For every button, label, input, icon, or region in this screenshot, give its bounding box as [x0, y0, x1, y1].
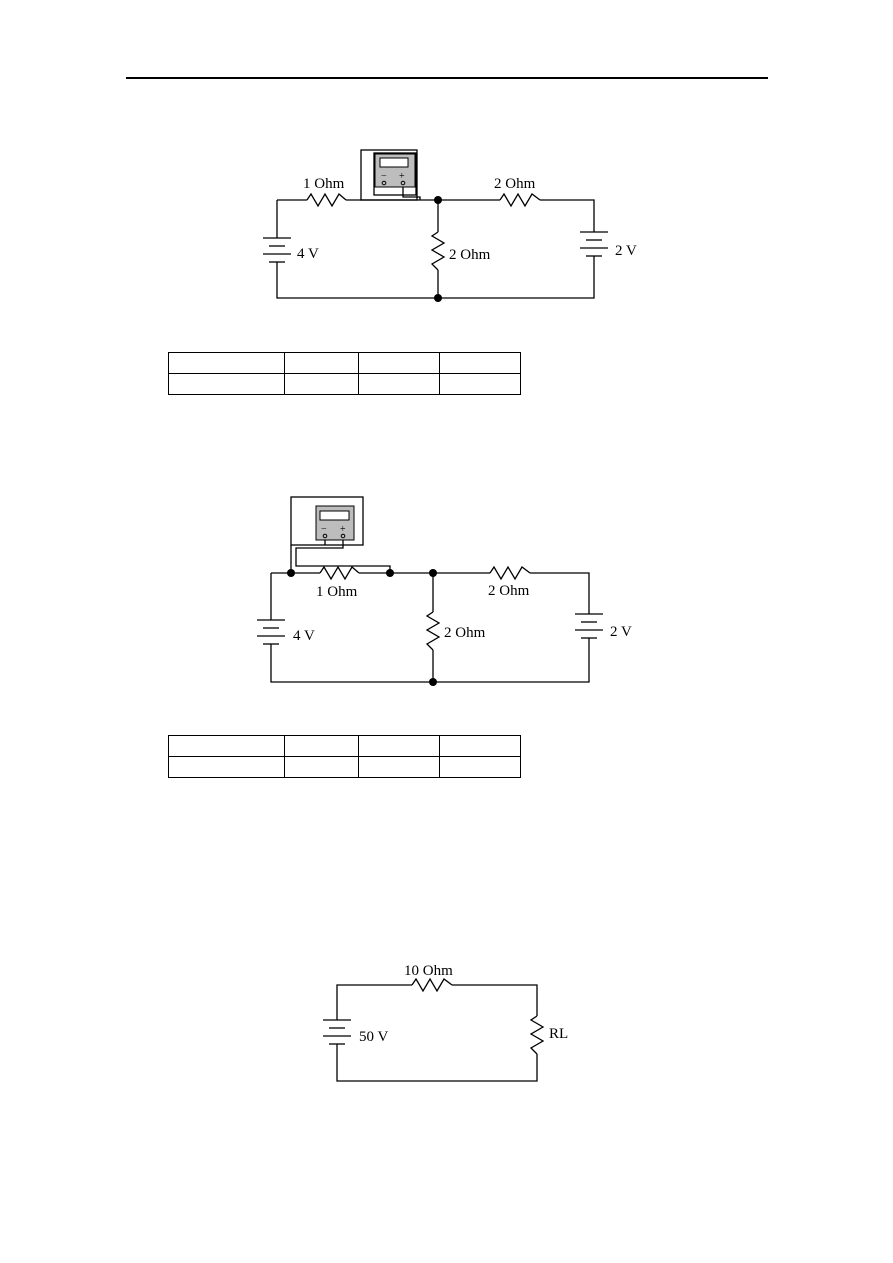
table-cell — [358, 352, 440, 374]
table-2 — [168, 735, 521, 778]
label-2ohm-middle: 2 Ohm — [444, 625, 486, 641]
table-cell — [439, 373, 521, 395]
meter-minus-label: − — [381, 171, 387, 182]
wire — [336, 1050, 538, 1082]
wire — [270, 644, 590, 683]
node-dot — [287, 569, 295, 577]
meter-plus-label: + — [340, 524, 346, 535]
node-dot — [386, 569, 394, 577]
label-50v: 50 V — [359, 1029, 388, 1045]
table-1 — [168, 352, 521, 395]
table-row — [168, 756, 521, 778]
table-cell — [168, 756, 285, 778]
table-cell — [284, 352, 359, 374]
label-2ohm-right: 2 Ohm — [494, 176, 536, 192]
meter-minus-label: − — [321, 524, 327, 535]
resistor-2ohm-middle — [430, 231, 446, 271]
table-cell — [358, 735, 440, 757]
table-row — [168, 373, 521, 395]
resistor-10ohm — [411, 977, 453, 993]
table-cell — [439, 756, 521, 778]
table-cell — [168, 352, 285, 374]
wire — [276, 262, 595, 299]
table-cell — [284, 756, 359, 778]
label-4v: 4 V — [297, 246, 319, 262]
label-4v: 4 V — [293, 628, 315, 644]
resistor-1ohm — [306, 192, 347, 208]
table-row — [168, 352, 521, 374]
node-dot — [434, 294, 442, 302]
table-cell — [168, 373, 285, 395]
table-cell — [439, 735, 521, 757]
label-1ohm: 1 Ohm — [303, 176, 345, 192]
wire — [336, 984, 412, 1020]
table-cell — [358, 756, 440, 778]
table-cell — [284, 735, 359, 757]
label-rl: RL — [549, 1026, 568, 1042]
meter-plus-label: + — [399, 171, 405, 182]
resistor-2ohm-right — [499, 192, 541, 208]
label-1ohm: 1 Ohm — [316, 584, 358, 600]
resistor-rl — [529, 1015, 545, 1055]
wire — [452, 984, 538, 1016]
table-cell — [168, 735, 285, 757]
wire — [346, 199, 595, 232]
node-dot — [429, 569, 437, 577]
resistor-2ohm-right — [489, 565, 531, 581]
resistor-1ohm — [319, 565, 360, 581]
table-cell — [284, 373, 359, 395]
voltmeter-icon — [315, 505, 355, 541]
label-2v: 2 V — [615, 243, 637, 259]
wire — [530, 572, 590, 614]
resistor-2ohm-middle — [425, 611, 441, 651]
label-2ohm-right: 2 Ohm — [488, 583, 530, 599]
voltmeter-icon — [374, 153, 416, 188]
node-dot — [434, 196, 442, 204]
label-2ohm-middle: 2 Ohm — [449, 247, 491, 263]
label-2v: 2 V — [610, 624, 632, 640]
table-row — [168, 735, 521, 757]
label-10ohm: 10 Ohm — [404, 963, 453, 979]
table-cell — [439, 352, 521, 374]
node-dot — [429, 678, 437, 686]
table-cell — [358, 373, 440, 395]
header-rule — [126, 77, 768, 79]
